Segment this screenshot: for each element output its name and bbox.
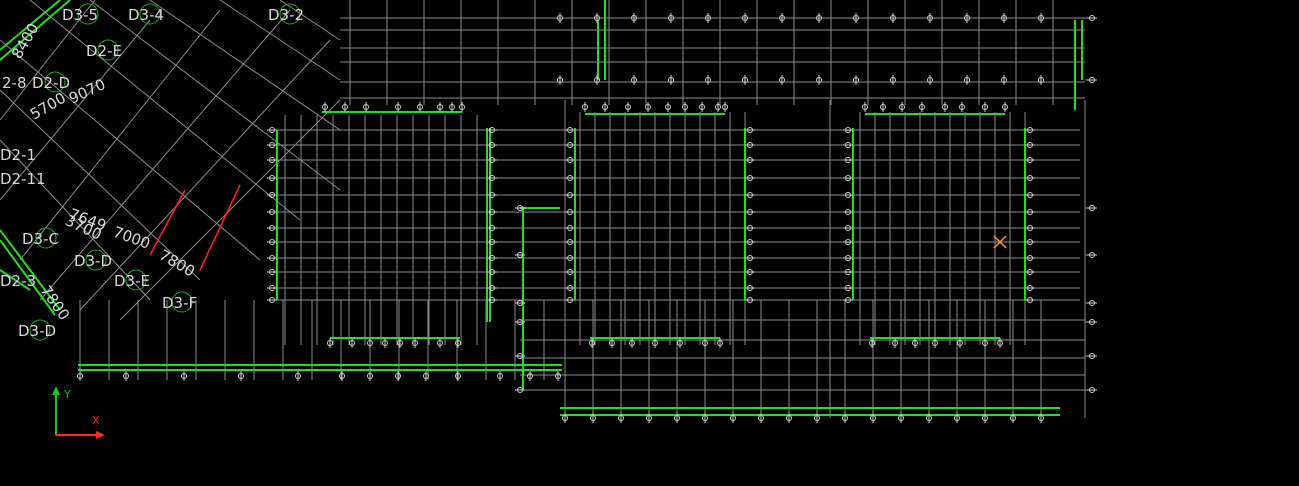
- dimension-5700: 5700: [27, 89, 69, 124]
- dimension-8400: 8400: [8, 20, 43, 62]
- ucs-icon: Y X: [52, 386, 105, 439]
- axis-label-d3-c: D3-C: [22, 230, 59, 248]
- dimension-7800-left: 7800: [37, 282, 74, 324]
- axis-label-d2-e: D2-E: [86, 42, 122, 60]
- axis-label-text: D3-5 D3-4 D3-2 D2-E D2-D 2-8 D3-C D3-D D…: [0, 6, 304, 340]
- axis-label-d2-3: D2-3: [0, 272, 36, 290]
- red-highlight-lines: [149, 184, 241, 271]
- axis-label-2-8: 2-8: [2, 74, 27, 92]
- main-grid: [79, 0, 1095, 418]
- dimension-9070: 9070: [66, 75, 108, 107]
- axis-label-d3-d: D3-D: [74, 252, 112, 270]
- ucs-x-label: X: [92, 414, 100, 427]
- ucs-y-label: Y: [63, 388, 71, 401]
- dimension-7800: 7800: [156, 246, 198, 281]
- axis-bubbles: [29, 3, 301, 341]
- dimension-7000: 7000: [111, 223, 153, 253]
- axis-label-d2-1: D2-1: [0, 146, 36, 164]
- axis-label-d3-d-lower: D3-D: [18, 322, 56, 340]
- cursor-crosshair: [993, 235, 1007, 249]
- axis-label-d3-2: D3-2: [268, 6, 304, 24]
- axis-label-d3-e: D3-E: [114, 272, 150, 290]
- axis-label-d2-d: D2-D: [32, 74, 70, 92]
- axis-label-d2-11: D2-11: [0, 170, 46, 188]
- rotated-grid: [0, 0, 341, 321]
- axis-label-d3-5: D3-5: [62, 6, 98, 24]
- axis-label-d3-4: D3-4: [128, 6, 164, 24]
- left-green-structure: [0, 0, 71, 316]
- column-markers: [77, 13, 1097, 423]
- axis-label-d3-f: D3-F: [162, 294, 197, 312]
